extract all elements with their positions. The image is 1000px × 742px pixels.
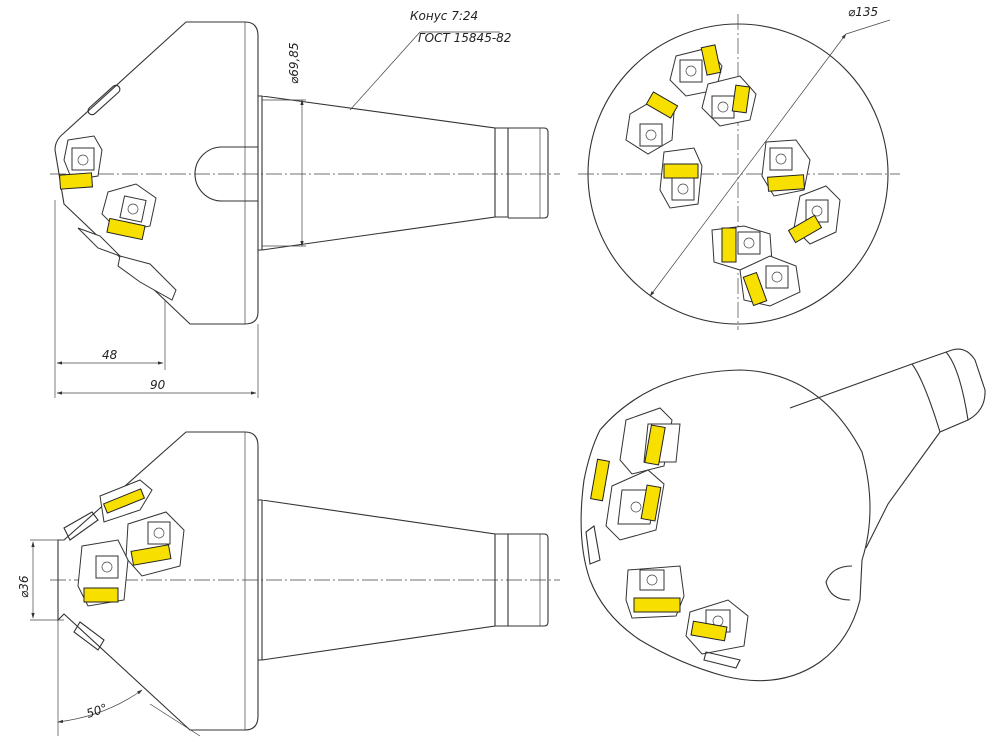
angle-label: 50° <box>85 701 110 721</box>
iso-insert-2 <box>590 458 610 502</box>
taper-label: Конус 7:24 <box>410 9 478 23</box>
keyway-slot <box>194 146 258 202</box>
body-outline <box>54 21 259 325</box>
side-view-bottom: ⌀36 50° <box>17 431 560 737</box>
side-view-top: ⌀69,85 Конус 7:24 ГОСТ 15845-82 48 90 <box>50 9 560 398</box>
dim-90-label: 90 <box>150 378 166 392</box>
insert-2 <box>101 183 157 241</box>
shank-end <box>495 127 549 219</box>
insert-e <box>761 139 811 197</box>
isometric-view <box>580 348 986 682</box>
iso-shank <box>789 348 986 549</box>
insert-3 <box>77 227 177 301</box>
insert-g <box>711 225 773 271</box>
iso-insert-5 <box>685 599 749 655</box>
insert-3c <box>77 539 129 607</box>
insert-c <box>625 91 679 155</box>
taper-shank <box>258 95 496 251</box>
dim-48-label: 48 <box>102 348 118 362</box>
iso-insert-1 <box>619 407 681 475</box>
insert-pad <box>59 172 93 190</box>
taper-diameter-label: ⌀69,85 <box>287 42 301 84</box>
bevel-slot <box>87 84 121 116</box>
iso-insert-3 <box>605 469 665 541</box>
body-diameter-label: ⌀135 <box>848 5 878 19</box>
insert-pad <box>106 217 146 241</box>
front-view: ⌀135 <box>578 5 900 330</box>
insert-f <box>787 185 841 245</box>
insert-h <box>739 255 801 307</box>
insert-b <box>701 75 757 127</box>
iso-insert-4 <box>625 565 685 619</box>
body-outline-2 <box>57 431 259 731</box>
iso-body <box>580 369 871 682</box>
gost-label: ГОСТ 15845-82 <box>418 31 511 45</box>
insert-3b <box>125 511 185 577</box>
insert-1 <box>59 135 103 190</box>
insert-d <box>659 147 703 209</box>
tip-diameter-label: ⌀36 <box>17 575 31 598</box>
insert-3a <box>99 479 153 523</box>
